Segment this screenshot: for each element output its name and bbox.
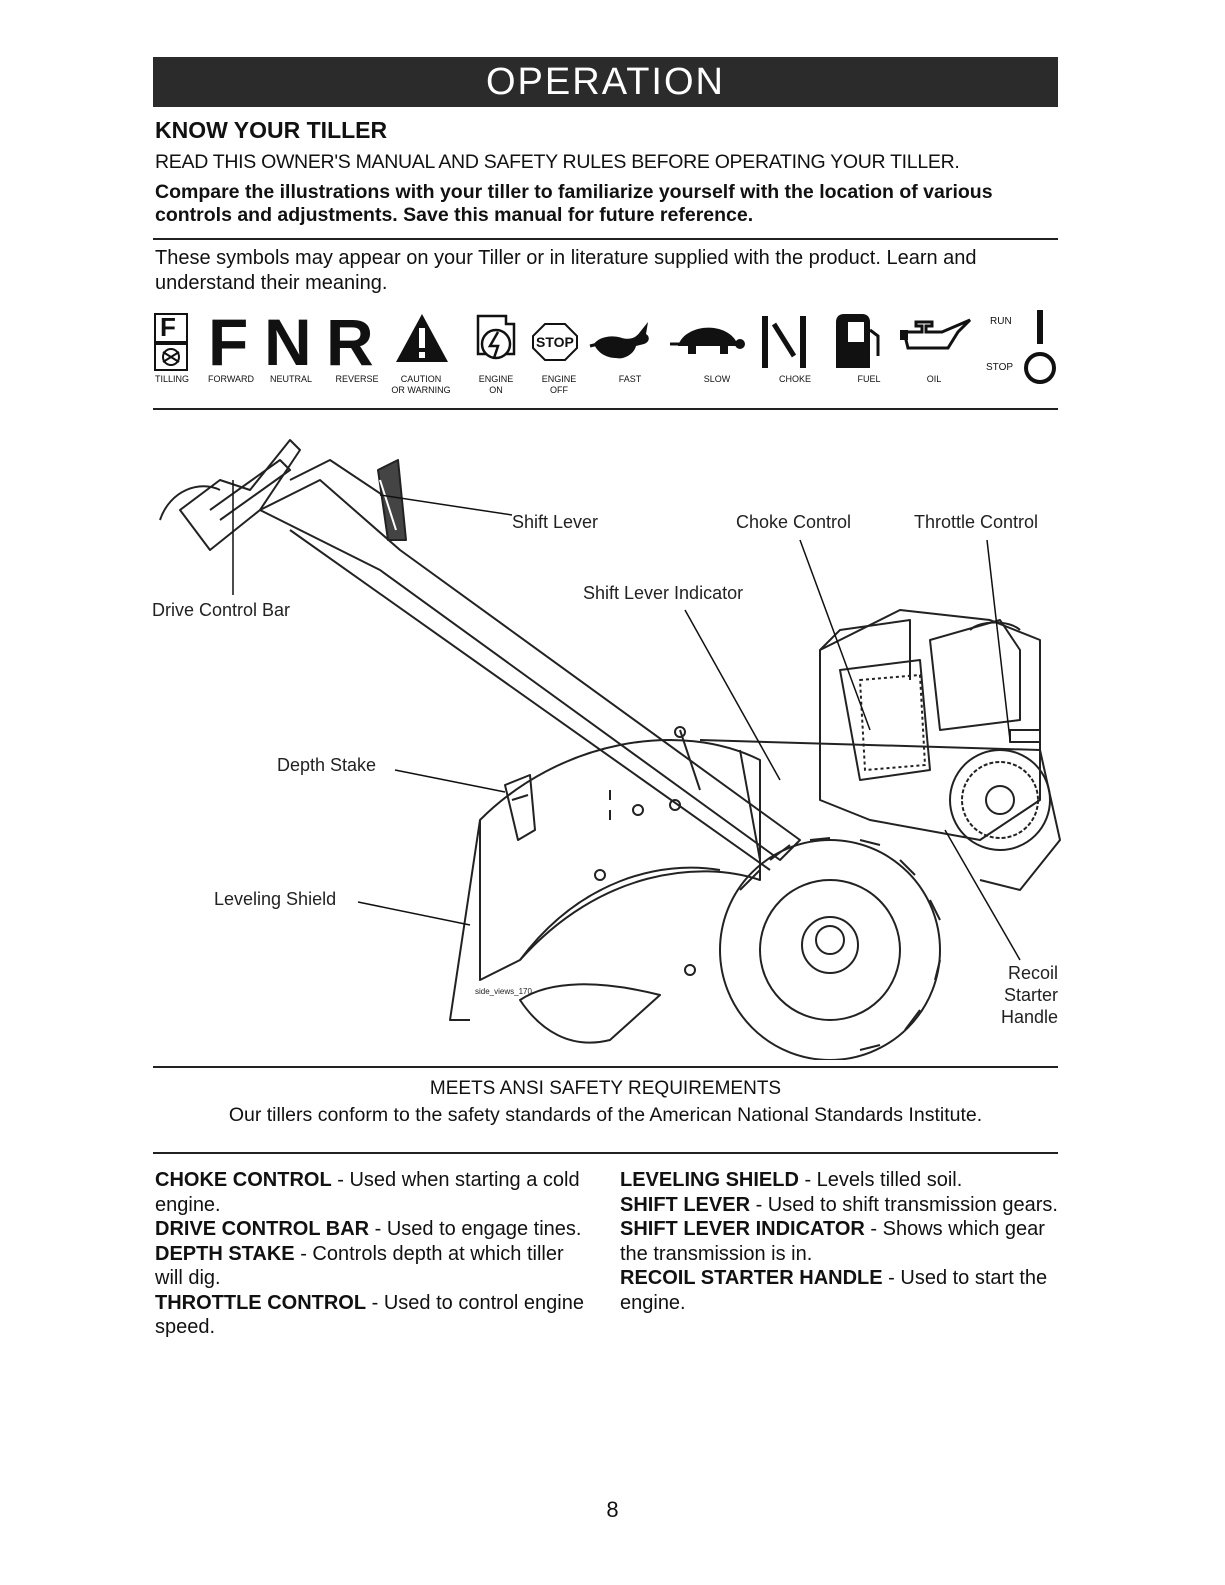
callout-shift-lever-indicator: Shift Lever Indicator: [583, 583, 744, 603]
definition-desc: - Shows which gear the transmission is i…: [620, 1218, 1045, 1265]
divider: [153, 1066, 1058, 1068]
fuel-icon: [836, 314, 880, 368]
divider: [153, 1152, 1058, 1154]
definition-term: SHIFT LEVER: [620, 1193, 751, 1216]
callout-throttle-control: Throttle Control: [914, 512, 1039, 532]
label-oil: OIL: [926, 374, 942, 384]
compare-illustrations-text: Compare the illustrations with your till…: [155, 181, 993, 226]
definitions-right: LEVELING SHIELD - Levels tilled soil. SH…: [620, 1168, 1060, 1315]
choke-icon: [762, 316, 806, 368]
label-forward: FORWARD: [208, 374, 254, 384]
label-fuel: FUEL: [857, 374, 881, 384]
definition-item: RECOIL STARTER HANDLE - Used to start th…: [620, 1266, 1060, 1315]
callout-depth-stake: Depth Stake: [277, 755, 377, 775]
oil-can-icon: [900, 318, 972, 350]
run-label: RUN: [990, 316, 1012, 327]
callout-drive-control-bar: Drive Control Bar: [152, 600, 291, 620]
label-engine-on-2: ON: [489, 385, 503, 395]
rabbit-icon: [589, 322, 649, 359]
label-reverse: REVERSE: [335, 374, 379, 384]
label-or-warning: OR WARNING: [391, 385, 451, 395]
label-caution: CAUTION: [400, 374, 442, 384]
definition-desc: - Used to start the engine.: [620, 1267, 1048, 1314]
tilling-icon: [154, 313, 188, 371]
definition-desc: - Used to engage tines.: [369, 1218, 582, 1240]
label-fast: FAST: [618, 374, 642, 384]
diagram-file-label: side_views_170: [475, 987, 532, 996]
definition-term: THROTTLE CONTROL: [155, 1291, 367, 1314]
reverse-symbol: R: [326, 305, 374, 379]
label-engine-on: ENGINE: [478, 374, 514, 384]
stop-icon: [1024, 352, 1056, 384]
definition-term: RECOIL STARTER HANDLE: [620, 1267, 883, 1289]
definition-item: DRIVE CONTROL BAR - Used to engage tines…: [155, 1217, 590, 1242]
callout-recoil: Recoil: [1007, 963, 1058, 983]
definition-item: LEVELING SHIELD - Levels tilled soil.: [620, 1168, 1060, 1193]
callout-starter: Starter: [1003, 985, 1058, 1005]
callout-choke-control: Choke Control: [736, 512, 852, 532]
definition-desc: - Used to shift transmission gears.: [750, 1193, 1058, 1216]
definition-term: DEPTH STAKE: [155, 1242, 295, 1265]
label-neutral: NEUTRAL: [269, 374, 313, 384]
definition-desc: - Controls depth at which tiller will di…: [155, 1242, 564, 1290]
read-manual-line: READ THIS OWNER'S MANUAL AND SAFETY RULE…: [155, 151, 960, 173]
definition-item: THROTTLE CONTROL - Used to control engin…: [155, 1291, 590, 1340]
definition-term: LEVELING SHIELD: [620, 1169, 799, 1191]
label-engine-off: ENGINE: [541, 374, 577, 384]
banner-title: OPERATION: [486, 60, 725, 103]
stop-label: STOP: [986, 362, 1014, 373]
ansi-title: MEETS ANSI SAFETY REQUIREMENTS: [429, 1078, 782, 1099]
definitions-left: CHOKE CONTROL - Used when starting a col…: [155, 1168, 590, 1340]
definition-term: CHOKE CONTROL: [155, 1169, 332, 1191]
section-banner: OPERATION: [153, 57, 1058, 107]
tiller-illustration: [159, 439, 1061, 1060]
definition-desc: - Used to control engine speed.: [155, 1291, 584, 1339]
divider: [153, 408, 1058, 410]
page-number: 8: [606, 1497, 619, 1522]
neutral-symbol: N: [264, 305, 312, 379]
label-choke: CHOKE: [778, 374, 812, 384]
tiller-diagram: Shift Lever Choke Control Throttle Contr…: [140, 420, 1070, 1060]
definition-term: DRIVE CONTROL BAR: [155, 1218, 370, 1240]
stop-sign-icon: [532, 323, 578, 361]
definition-item: CHOKE CONTROL - Used when starting a col…: [155, 1168, 590, 1217]
callout-shift-lever: Shift Lever: [512, 512, 599, 532]
turtle-icon: [670, 327, 745, 354]
callout-handle: Handle: [1000, 1007, 1058, 1027]
label-engine-off-2: OFF: [550, 385, 568, 395]
label-tilling: TILLING: [154, 374, 190, 384]
definition-desc: - Used when starting a cold engine.: [155, 1169, 580, 1216]
definition-desc: - Levels tilled soil.: [798, 1169, 963, 1191]
engine-on-icon: [476, 314, 516, 360]
definition-item: SHIFT LEVER - Used to shift transmission…: [620, 1193, 1060, 1218]
tilling-letter: F: [160, 312, 176, 342]
definition-item: DEPTH STAKE - Controls depth at which ti…: [155, 1242, 590, 1291]
definition-item: SHIFT LEVER INDICATOR - Shows which gear…: [620, 1217, 1060, 1266]
callout-leveling-shield: Leveling Shield: [214, 889, 337, 909]
stop-sign-text: STOP: [536, 334, 574, 350]
forward-symbol: F: [208, 305, 249, 379]
run-icon: [1037, 310, 1043, 344]
ansi-text: Our tillers conform to the safety standa…: [228, 1104, 983, 1126]
label-slow: SLOW: [703, 374, 731, 384]
symbols-intro-text: These symbols may appear on your Tiller …: [155, 247, 977, 294]
definition-term: SHIFT LEVER INDICATOR: [620, 1218, 865, 1240]
divider: [153, 238, 1058, 240]
section-title: KNOW YOUR TILLER: [155, 117, 388, 143]
caution-icon: [396, 314, 448, 362]
